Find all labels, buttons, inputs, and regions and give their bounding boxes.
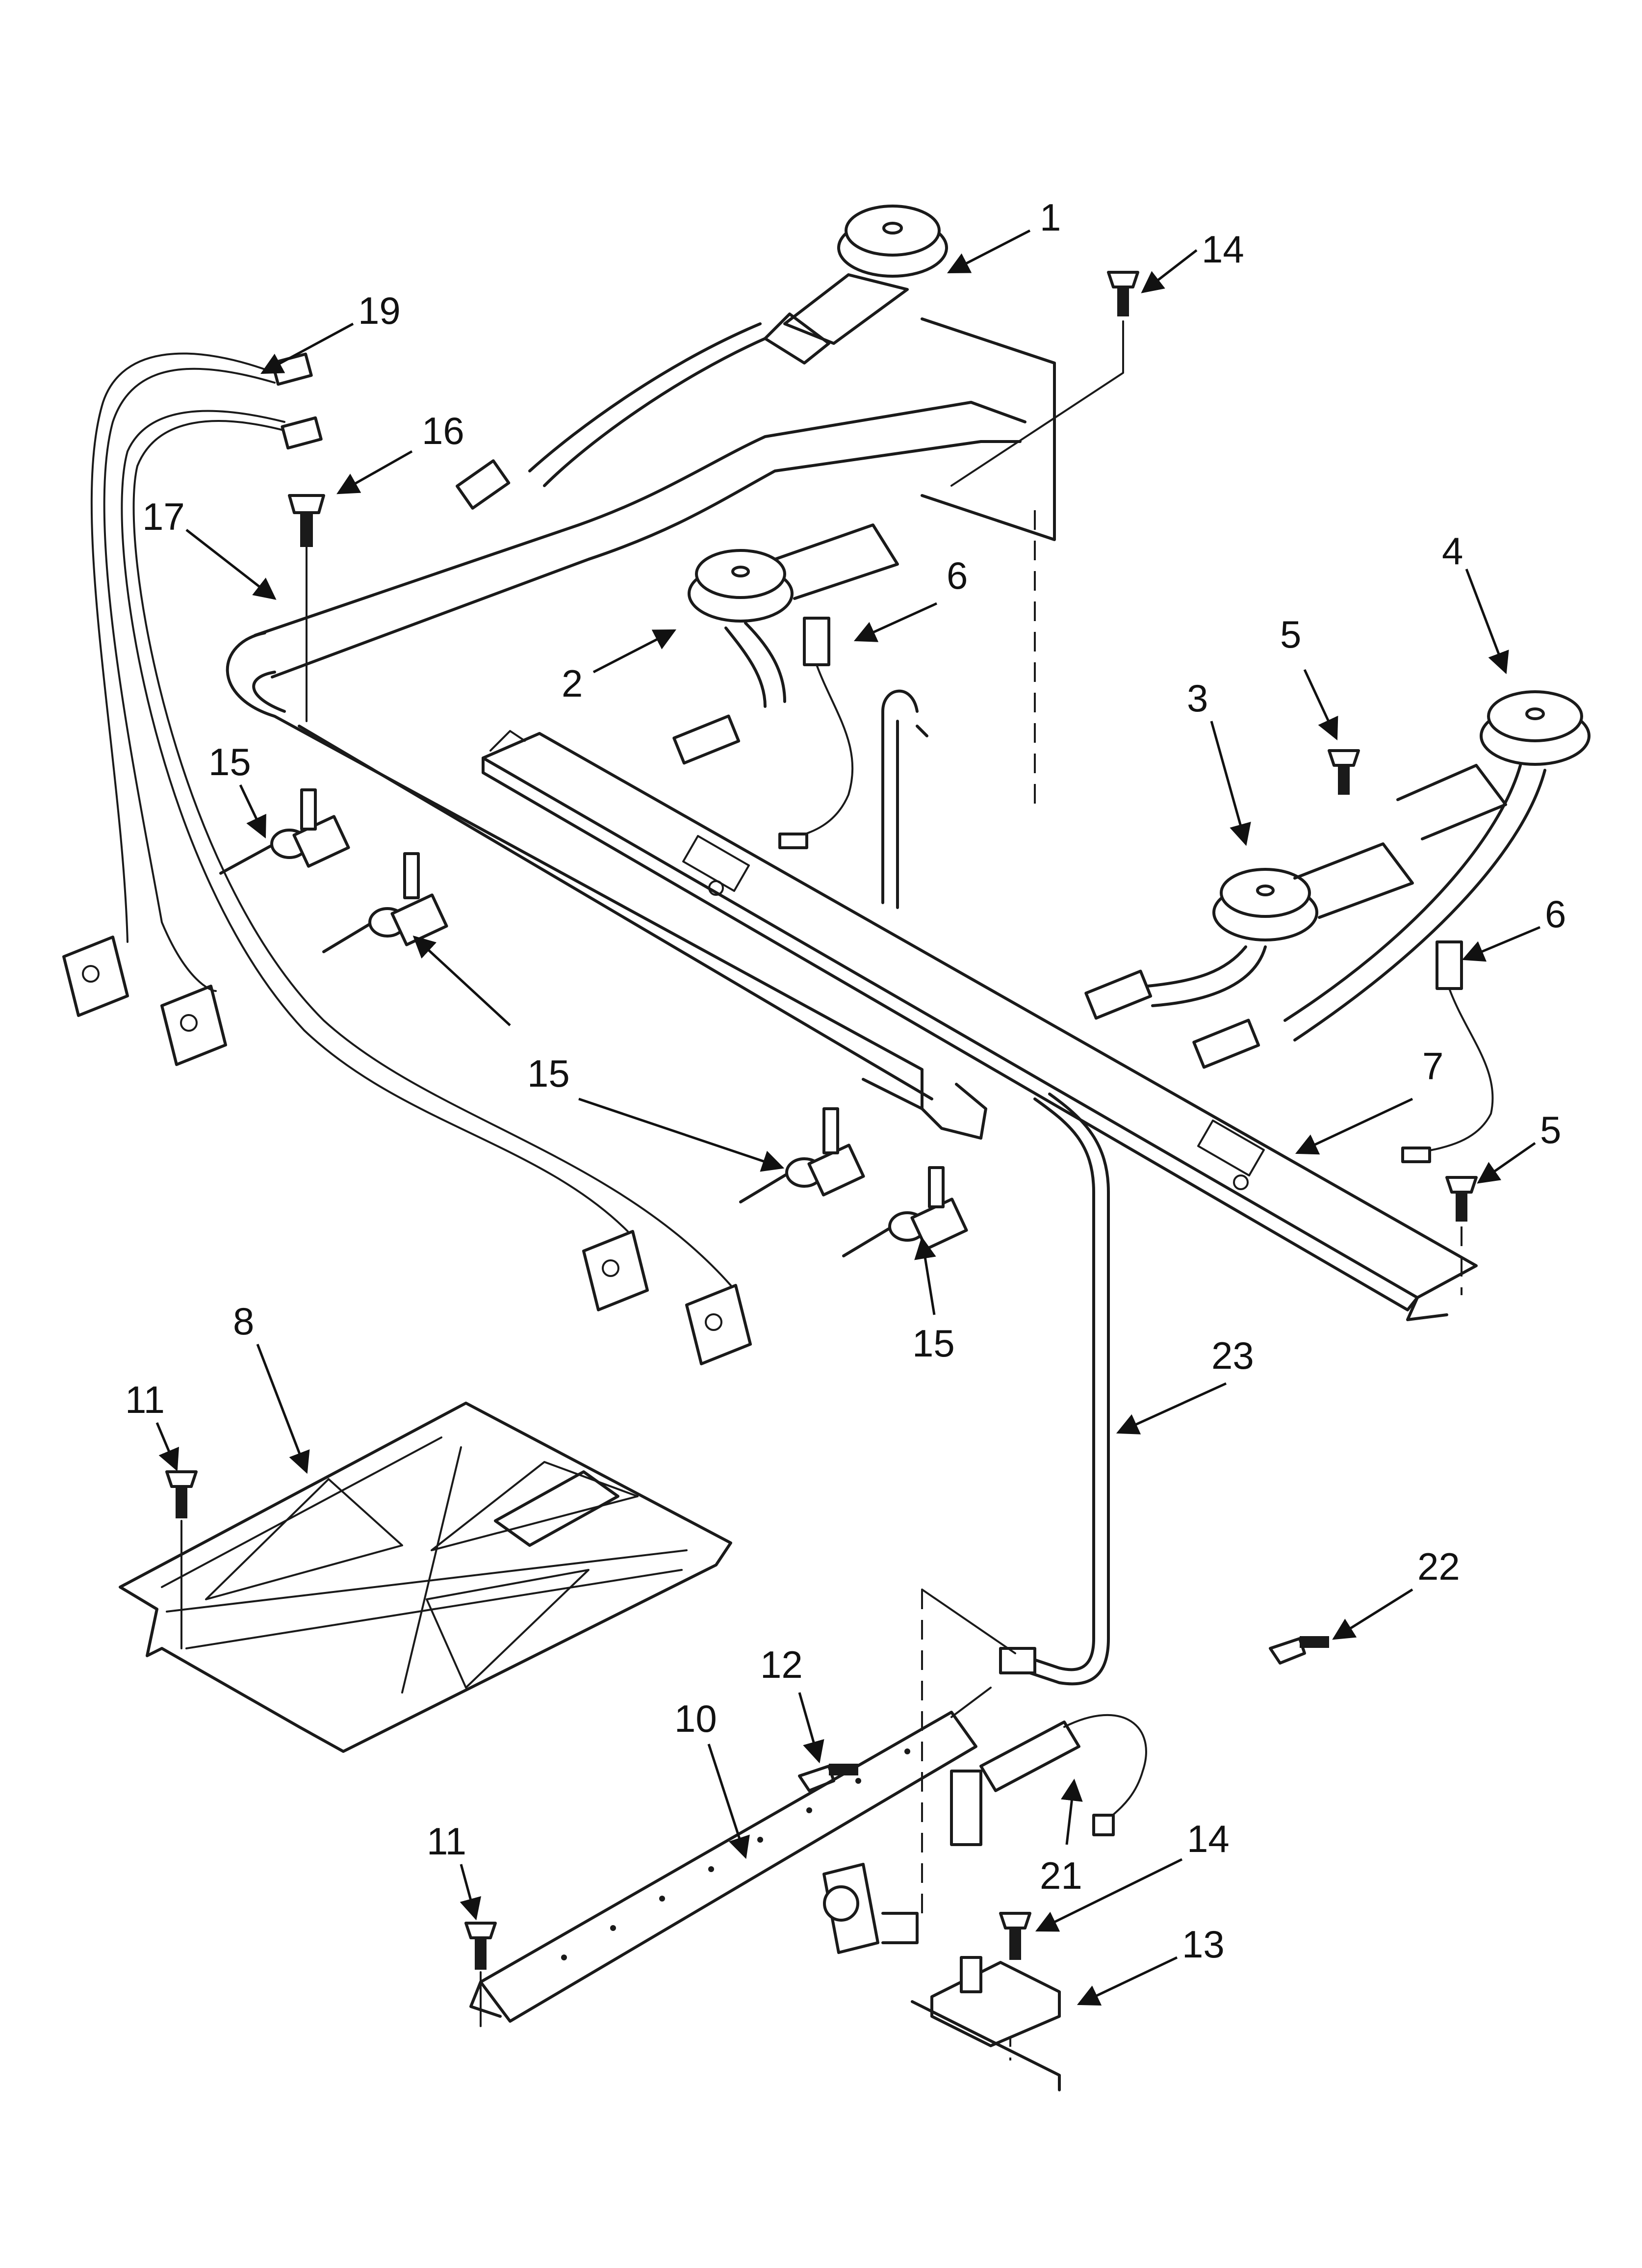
gas-valve-3 xyxy=(739,1107,865,1203)
gas-valve-2 xyxy=(322,852,448,953)
callout-11a: 11 xyxy=(125,1378,165,1421)
callout-11b: 11 xyxy=(427,1820,466,1863)
leader-14b xyxy=(1035,1858,1183,1932)
leader-11a xyxy=(155,1422,180,1472)
wire-harness xyxy=(90,352,732,1286)
leader-10 xyxy=(707,1744,750,1859)
gas-valve-1 xyxy=(219,788,350,875)
screw-14-top xyxy=(950,271,1139,487)
callout-5a: 5 xyxy=(1280,613,1301,656)
callout-7: 7 xyxy=(1422,1044,1443,1088)
callout-5b: 5 xyxy=(1540,1108,1561,1151)
callout-15a: 15 xyxy=(208,740,251,783)
callout-6b: 6 xyxy=(1545,892,1566,936)
leader-17 xyxy=(185,529,277,600)
callout-8: 8 xyxy=(233,1300,254,1343)
leader-7 xyxy=(1295,1097,1413,1155)
leader-6a xyxy=(853,602,938,642)
leader-1 xyxy=(947,229,1031,274)
pressure-regulator xyxy=(911,1956,1061,2091)
callout-19: 19 xyxy=(358,289,401,332)
leader-3 xyxy=(1210,721,1251,846)
screw-12 xyxy=(798,1764,858,1792)
leader-15c xyxy=(914,1236,936,1315)
callout-12: 12 xyxy=(760,1643,803,1686)
gas-tube xyxy=(881,689,928,909)
leader-15a xyxy=(239,784,266,839)
screw-5-bottom xyxy=(1445,1176,1478,1295)
leader-22 xyxy=(1332,1588,1413,1640)
leader-15b xyxy=(412,935,511,1026)
leader-14a xyxy=(1141,249,1198,293)
callouts: 1 14 19 16 17 6 2 4 5 3 15 6 15 7 5 15 xyxy=(125,196,1566,2006)
callout-21: 21 xyxy=(1040,1854,1082,1897)
oven-burner xyxy=(469,1687,992,2023)
oven-igniter xyxy=(979,1714,1147,1836)
screw-14-bottom xyxy=(999,1912,1031,1960)
leader-5b xyxy=(1477,1142,1536,1184)
screw-5-top xyxy=(1328,749,1360,795)
screw-22 xyxy=(1269,1636,1329,1665)
callout-6a: 6 xyxy=(947,554,968,597)
igniter-left xyxy=(778,617,854,849)
leader-2 xyxy=(592,629,677,674)
callout-15b: 15 xyxy=(527,1052,570,1095)
switch-bracket-3 xyxy=(582,1230,649,1311)
leader-19 xyxy=(260,322,354,374)
leader-12 xyxy=(798,1692,824,1764)
bottom-plate xyxy=(119,1402,732,1753)
callout-17: 17 xyxy=(142,495,185,538)
leader-23 xyxy=(1116,1382,1227,1434)
safety-valve xyxy=(822,1770,982,1954)
switch-bracket-2 xyxy=(160,985,227,1066)
callout-4: 4 xyxy=(1442,529,1463,573)
switch-bracket-1 xyxy=(62,936,129,1017)
leader-4 xyxy=(1465,569,1509,675)
leader-13 xyxy=(1077,1956,1178,2006)
callout-1: 1 xyxy=(1040,196,1061,239)
igniter-right xyxy=(1401,940,1494,1163)
switch-bracket-4 xyxy=(685,1284,752,1365)
callout-3: 3 xyxy=(1187,677,1208,720)
callout-22: 22 xyxy=(1417,1545,1460,1588)
callout-15c: 15 xyxy=(912,1322,955,1365)
leader-8 xyxy=(256,1344,310,1474)
screw-11-top xyxy=(165,1470,198,1649)
leader-5a xyxy=(1303,669,1338,741)
leader-11b xyxy=(460,1864,482,1921)
burner-4 xyxy=(1192,690,1591,1069)
gas-valve-4 xyxy=(842,1166,968,1257)
leader-6b xyxy=(1462,926,1540,962)
leader-15b2 xyxy=(578,1097,785,1172)
callout-14a: 14 xyxy=(1202,228,1244,271)
callout-13: 13 xyxy=(1182,1923,1225,1966)
manifold-frame xyxy=(226,401,1026,1140)
callout-14b: 14 xyxy=(1187,1817,1230,1860)
burner-support-bar xyxy=(482,730,1478,1321)
callout-2: 2 xyxy=(562,662,583,705)
burner-1 xyxy=(456,205,1056,541)
callout-23: 23 xyxy=(1211,1334,1254,1377)
screw-16 xyxy=(288,494,325,722)
burner-2 xyxy=(672,523,899,765)
burner-3 xyxy=(1084,842,1414,1020)
callout-10: 10 xyxy=(674,1697,717,1740)
callout-16: 16 xyxy=(422,409,464,452)
leader-16 xyxy=(336,450,413,495)
gas-supply-line xyxy=(921,1093,1110,1686)
leader-21 xyxy=(1061,1778,1083,1845)
